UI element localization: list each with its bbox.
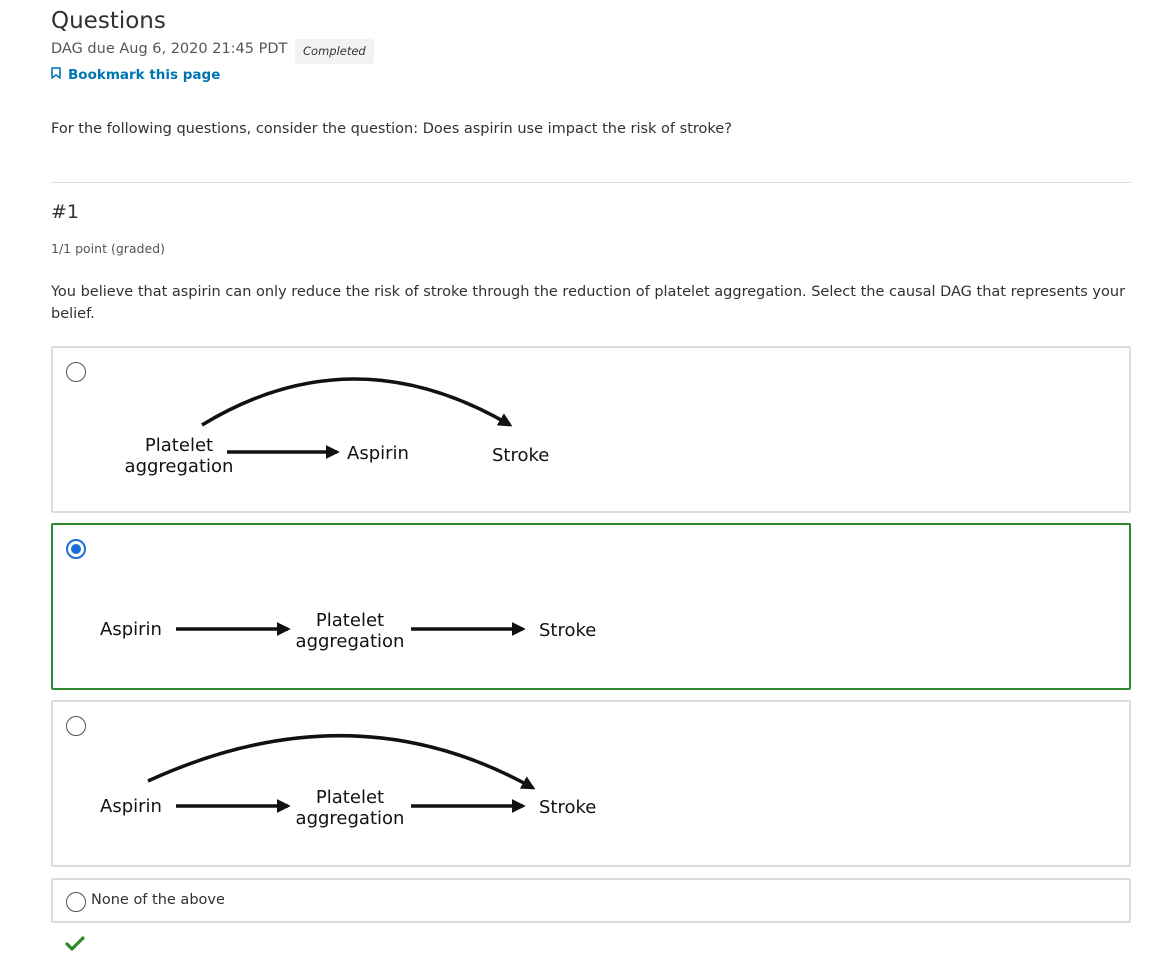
bookmark-link[interactable]: Bookmark this page (51, 67, 220, 83)
node-stroke: Stroke (539, 620, 596, 641)
node-platelet-line2: aggregation (125, 456, 234, 477)
node-aspirin: Aspirin (100, 796, 162, 817)
bookmark-icon (51, 67, 61, 83)
node-platelet-line1: Platelet (316, 787, 384, 808)
node-platelet-line1: Platelet (145, 435, 213, 456)
node-stroke: Stroke (492, 445, 549, 466)
radio-option-4[interactable] (66, 892, 86, 912)
due-date: DAG due Aug 6, 2020 21:45 PDT (51, 41, 288, 57)
node-aspirin: Aspirin (347, 443, 409, 464)
radio-option-2[interactable] (66, 539, 86, 559)
radio-option-3[interactable] (66, 716, 86, 736)
node-stroke: Stroke (539, 797, 596, 818)
correct-check-icon (65, 936, 85, 956)
bookmark-label: Bookmark this page (68, 67, 221, 83)
answer-option-3[interactable]: Aspirin Platelet aggregation Stroke (51, 700, 1131, 867)
edge-curve (147, 733, 536, 790)
node-aspirin: Aspirin (100, 619, 162, 640)
answer-option-1[interactable]: Platelet aggregation Aspirin Stroke (51, 346, 1131, 513)
answer-option-2[interactable]: Aspirin Platelet aggregation Stroke (51, 523, 1131, 690)
radio-option-1[interactable] (66, 362, 86, 382)
node-platelet-line2: aggregation (296, 631, 405, 652)
page-title: Questions (51, 8, 166, 34)
node-platelet-line1: Platelet (316, 610, 384, 631)
edge-curve (201, 377, 513, 427)
dag-diagram-3: Aspirin Platelet aggregation Stroke (100, 733, 596, 829)
intro-text: For the following questions, consider th… (51, 121, 732, 137)
node-platelet-line2: aggregation (296, 808, 405, 829)
option-4-label: None of the above (91, 892, 225, 908)
status-badge: Completed (295, 39, 374, 64)
question-points: 1/1 point (graded) (51, 241, 165, 256)
dag-diagram-1: Platelet aggregation Aspirin Stroke (125, 377, 549, 477)
answer-option-4[interactable]: None of the above (51, 878, 1131, 923)
question-number: #1 (51, 201, 80, 223)
divider (51, 182, 1131, 183)
dag-diagram-2: Aspirin Platelet aggregation Stroke (100, 610, 596, 652)
question-prompt: You believe that aspirin can only reduce… (51, 284, 1126, 322)
